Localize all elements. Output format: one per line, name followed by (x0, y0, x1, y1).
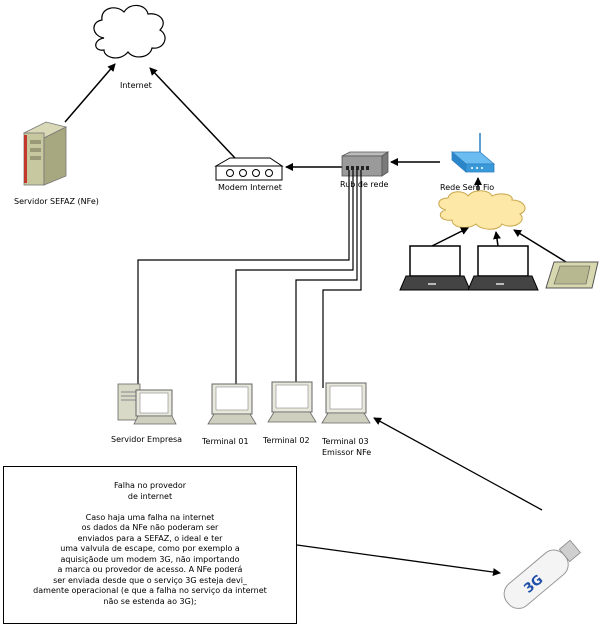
terminal-03-sublabel: Emissor NFe (322, 448, 371, 457)
laptop1-to-cloud-arrow (431, 227, 469, 247)
internet-label: Internet (120, 81, 152, 90)
tablet-icon (545, 261, 599, 289)
note-body-line: a marca ou provedor de acesso. A NFe pod… (57, 565, 243, 574)
internet-failure-note: Falha no provedor de internet Caso haja … (3, 466, 297, 624)
terminal-02-icon (267, 381, 317, 423)
laptop2-to-cloud-arrow (493, 231, 501, 247)
note-title-line2: de internet (127, 491, 173, 501)
company-server-icon (117, 383, 177, 425)
wireless-cloud-icon (438, 190, 526, 230)
3g-to-terminal-arrow (373, 417, 543, 511)
internet-cloud-icon (93, 4, 166, 59)
modem-icon (214, 157, 284, 181)
note-to-3g-arrow (296, 544, 501, 577)
tablet-to-cloud-arrow (513, 229, 567, 263)
hub-label: Rub de rede (340, 180, 389, 189)
terminal-02-label: Terminal 02 (262, 436, 310, 445)
modem-to-internet-arrow (149, 67, 236, 159)
note-body-line: os dados da NFe não poderam ser (81, 523, 219, 532)
wireless-router-icon (450, 133, 496, 173)
note-body-line: damente operacional (e que a falha no se… (33, 586, 267, 595)
terminal-03-icon (321, 382, 371, 424)
note-body-line: aquisiçãode um modem 3G, não importando (60, 554, 240, 564)
3g-usb-modem-icon: 3G (503, 539, 581, 609)
modem-label: Modem Internet (218, 183, 282, 192)
network-cables (137, 170, 362, 388)
sefaz-server-icon (22, 121, 68, 186)
wifi-label: Rede Sem Fio (440, 183, 494, 192)
sefaz-to-internet-arrow (64, 63, 116, 123)
laptop-icon (467, 245, 539, 291)
laptop-icon (399, 245, 471, 291)
company-server-label: Servidor Empresa (111, 435, 182, 444)
network-hub-icon (341, 151, 390, 177)
note-body-line: Caso haja uma falha na internet (85, 512, 215, 522)
terminal-01-label: Terminal 01 (201, 437, 249, 446)
note-body-line: enviados para a SEFAZ, o ideal e ter (77, 533, 223, 543)
note-body-line: não se estenda ao 3G); (103, 596, 197, 606)
sefaz-server-label: Servidor SEFAZ (NFe) (14, 197, 99, 206)
terminal-03-label: Terminal 03 (321, 437, 369, 446)
note-title-line1: Falha no provedor (113, 481, 187, 490)
note-body-line: uma valvula de escape, como por exemplo … (60, 544, 240, 553)
note-body-line: ser enviada desde que o serviço 3G estej… (53, 575, 247, 585)
terminal-01-icon (207, 383, 257, 425)
note-text: Falha no provedor de internet Caso haja … (4, 481, 296, 607)
note-spacer (4, 502, 296, 513)
